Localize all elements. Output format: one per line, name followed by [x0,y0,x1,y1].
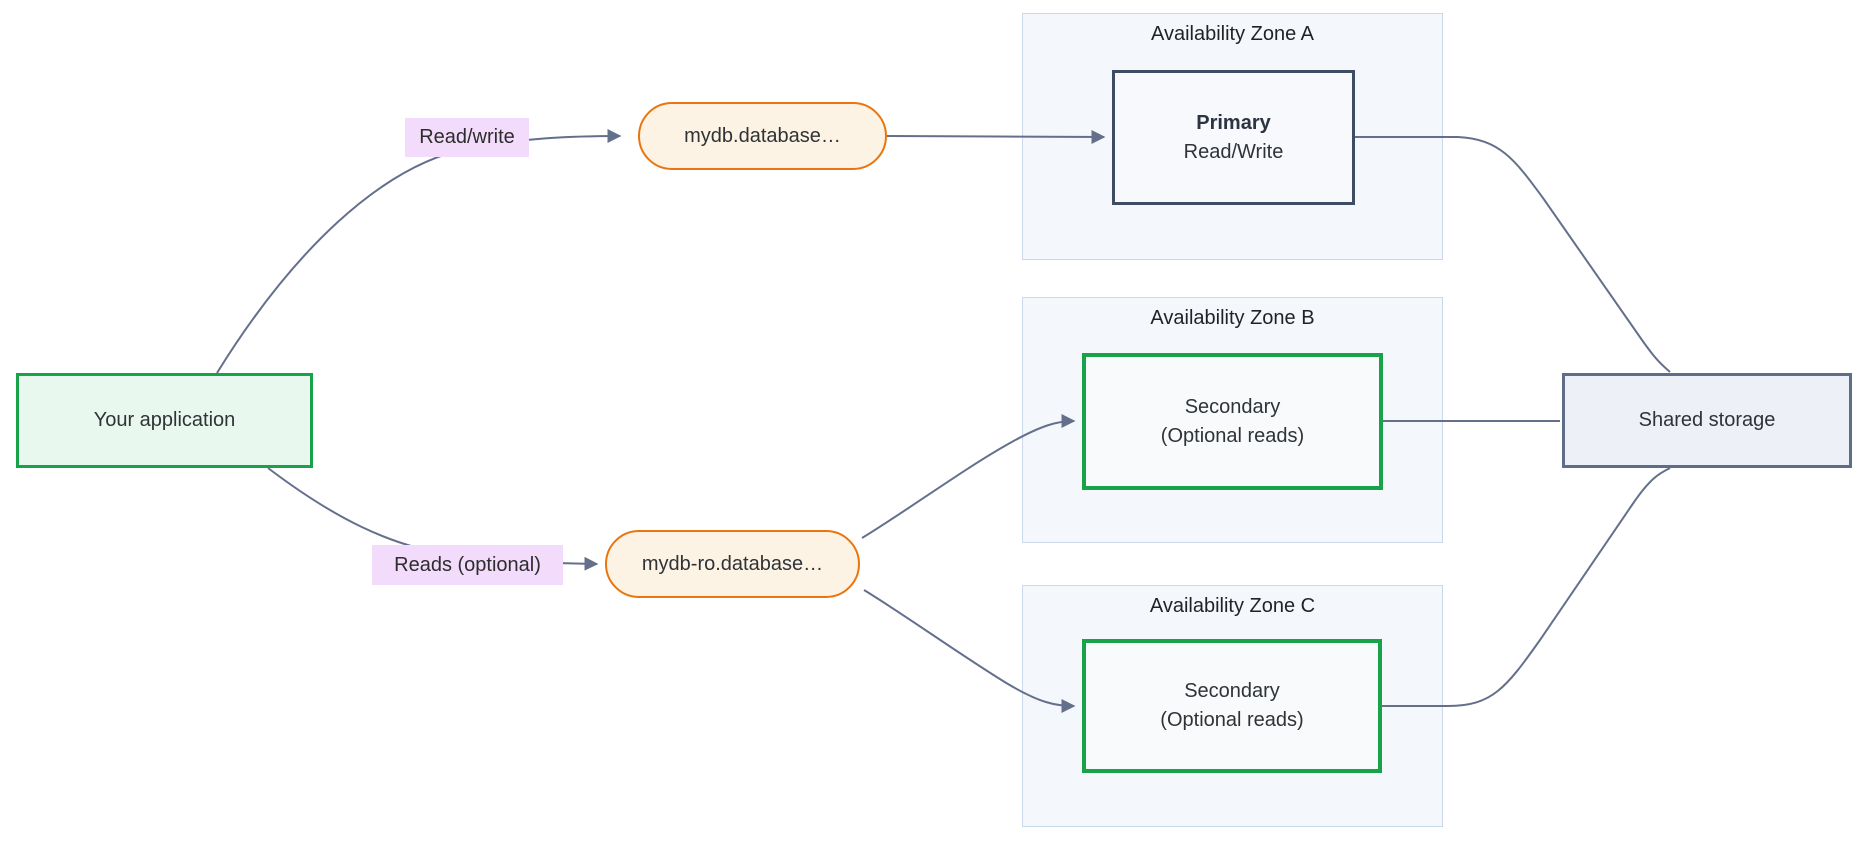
node-primary-subtitle: Read/Write [1183,140,1284,163]
node-secondary-c-title: Secondary [1184,680,1280,702]
node-secondary-b-subtitle: (Optional reads) [1160,424,1305,447]
edge-writer-endpoint-to-primary [886,129,1106,144]
node-primary-title: Primary [1196,111,1271,134]
availability-zone-b-title: Availability Zone B [1150,307,1315,329]
availability-zone-c-title: Availability Zone C [1149,595,1316,617]
edge-label-reads-optional: Reads (optional) [372,545,563,585]
edge-primary-to-shared-storage [1355,136,1671,373]
node-your-application: Your application [16,373,313,468]
node-secondary-b: Secondary (Optional reads) [1082,353,1383,490]
node-writer-endpoint-label: mydb.database… [684,124,841,147]
node-your-application-label: Your application [93,409,236,431]
edge-reader-endpoint-to-secondary-c [863,589,1076,713]
node-shared-storage: Shared storage [1562,373,1852,468]
edge-secondary-c-to-shared-storage [1382,467,1671,707]
node-reader-endpoint-label: mydb-ro.database… [641,552,824,575]
edge-reader-endpoint-to-secondary-b [861,414,1076,539]
node-secondary-b-title: Secondary [1184,395,1281,418]
node-reader-endpoint: mydb-ro.database… [605,530,860,598]
edge-app-to-writer-endpoint [216,129,622,374]
node-primary: Primary Read/Write [1112,70,1355,205]
node-shared-storage-label: Shared storage [1638,409,1776,431]
node-writer-endpoint: mydb.database… [638,102,887,170]
availability-zone-a-title: Availability Zone A [1150,23,1315,45]
node-secondary-c: Secondary (Optional reads) [1082,639,1382,773]
edge-label-read-write: Read/write [405,118,529,157]
node-secondary-c-subtitle: (Optional reads) [1160,709,1304,731]
